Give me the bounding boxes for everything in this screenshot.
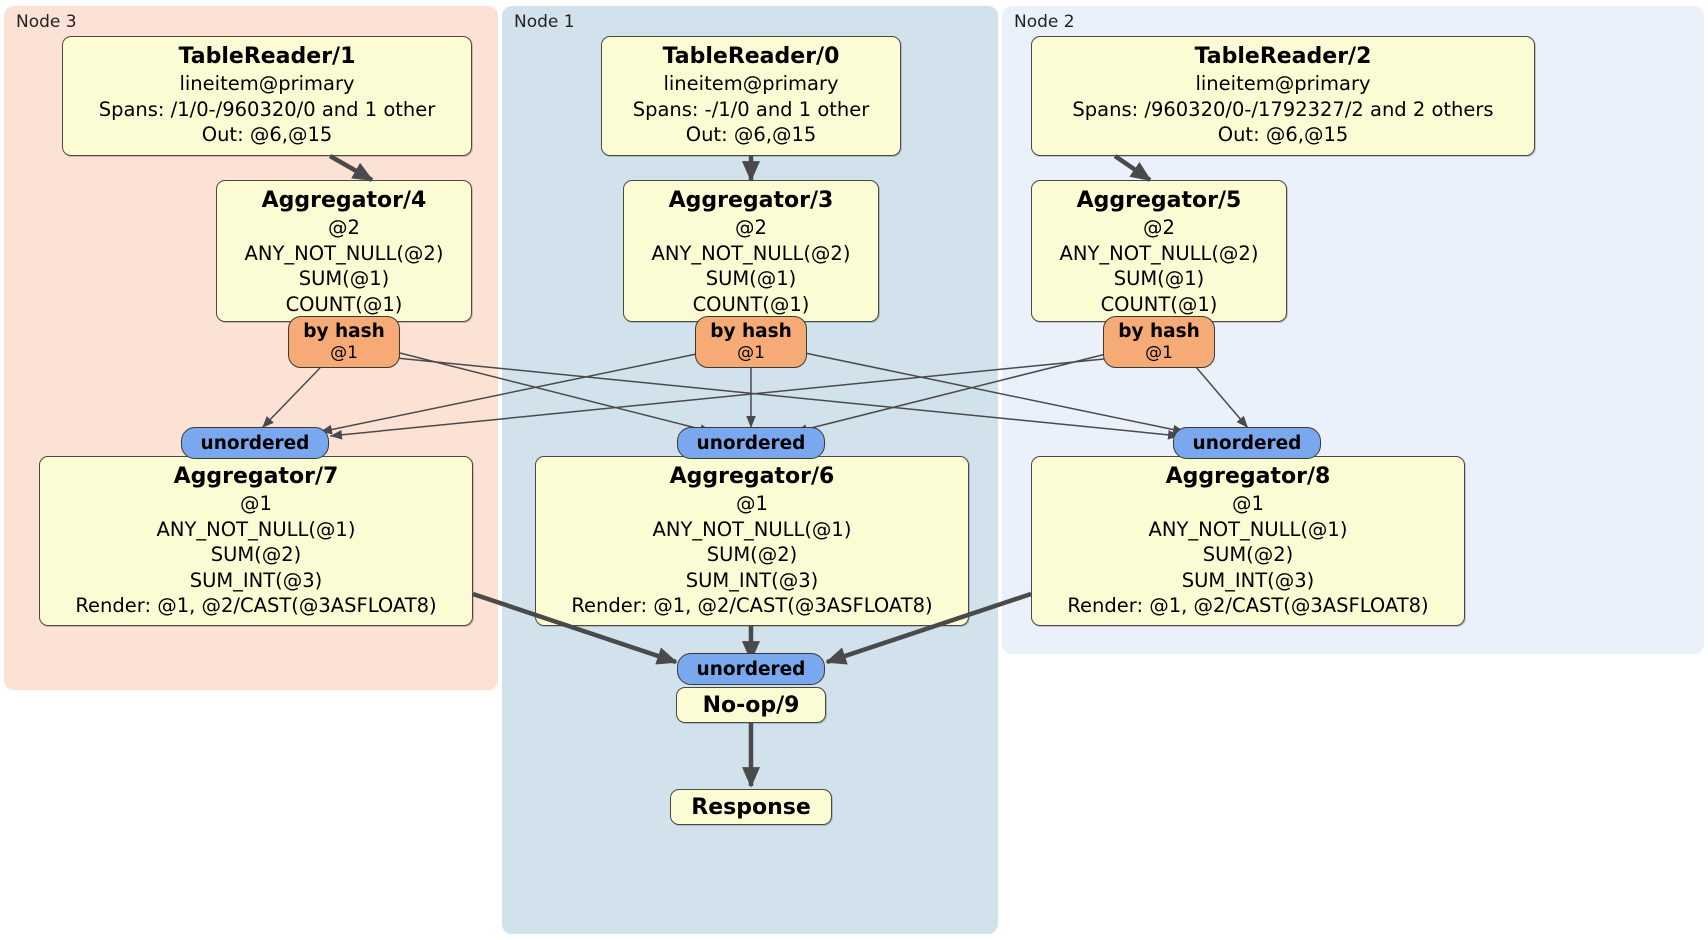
processor-line: @1 bbox=[240, 492, 272, 515]
input-badge-unordered-center[interactable]: unordered bbox=[677, 427, 825, 459]
processor-title: Aggregator/3 bbox=[668, 188, 834, 213]
badge-subtitle: @1 bbox=[330, 343, 358, 363]
processor-title: TableReader/2 bbox=[1194, 44, 1372, 69]
processor-line: SUM(@1) bbox=[1113, 267, 1205, 290]
badge-label: unordered bbox=[200, 432, 310, 454]
edge-hash-left-to-unordered-right bbox=[395, 357, 1181, 440]
input-badge-unordered-left[interactable]: unordered bbox=[181, 427, 329, 459]
processor-table-reader-0[interactable]: TableReader/0 lineitem@primary Spans: -/… bbox=[601, 36, 901, 156]
badge-label: unordered bbox=[696, 432, 806, 454]
processor-line: Spans: /960320/0-/1792327/2 and 2 others bbox=[1072, 97, 1494, 121]
badge-title: by hash bbox=[710, 321, 792, 342]
processor-title: No-op/9 bbox=[702, 692, 800, 718]
processor-line: ANY_NOT_NULL(@2) bbox=[651, 241, 851, 265]
processor-line: Out: @6,@15 bbox=[201, 123, 333, 146]
input-badge-unordered-right[interactable]: unordered bbox=[1173, 427, 1321, 459]
edge-hash-right-to-unordered-left bbox=[329, 357, 1115, 440]
edge-tr1-to-agg4 bbox=[328, 154, 374, 182]
processor-line: @1 bbox=[1232, 492, 1264, 515]
processor-line: @2 bbox=[328, 216, 360, 239]
edge-hash-center-to-unordered-right bbox=[799, 351, 1186, 435]
processor-line: SUM(@2) bbox=[210, 543, 302, 566]
processor-line: @2 bbox=[735, 216, 767, 239]
processor-title: TableReader/0 bbox=[662, 44, 840, 69]
processor-line: ANY_NOT_NULL(@1) bbox=[1148, 517, 1348, 541]
node-panel-label-node3: Node 3 bbox=[16, 12, 77, 32]
input-badge-unordered-final[interactable]: unordered bbox=[677, 653, 825, 685]
badge-label: unordered bbox=[1192, 432, 1302, 454]
edge-hash-left-to-unordered-left bbox=[261, 367, 321, 429]
node-panel-label-node2: Node 2 bbox=[1014, 12, 1075, 32]
edge-tr2-to-agg5 bbox=[1113, 154, 1152, 182]
processor-line: Render: @1, @2/CAST(@3ASFLOAT8) bbox=[571, 594, 933, 617]
processor-table-reader-1[interactable]: TableReader/1 lineitem@primary Spans: /1… bbox=[62, 36, 472, 156]
badge-title: by hash bbox=[303, 321, 385, 342]
processor-line: COUNT(@1) bbox=[1100, 292, 1218, 316]
processor-title: Aggregator/4 bbox=[261, 188, 427, 213]
processor-title: Response bbox=[691, 794, 811, 820]
processor-line: Out: @6,@15 bbox=[685, 123, 817, 146]
edge-hash-left-to-unordered-center bbox=[395, 351, 713, 434]
output-badge-by-hash-left[interactable]: by hash @1 bbox=[288, 316, 400, 368]
processor-line: Spans: -/1/0 and 1 other bbox=[632, 97, 870, 121]
edge-agg8-to-final-unordered bbox=[825, 591, 1032, 665]
processor-noop-9[interactable]: No-op/9 bbox=[676, 687, 826, 723]
processor-title: TableReader/1 bbox=[178, 44, 356, 69]
processor-line: lineitem@primary bbox=[663, 72, 839, 95]
node-panel-label-node1: Node 1 bbox=[514, 12, 575, 32]
processor-response[interactable]: Response bbox=[670, 789, 832, 825]
processor-line: SUM(@2) bbox=[1202, 543, 1294, 566]
edge-agg7-to-final-unordered bbox=[472, 591, 678, 665]
processor-line: COUNT(@1) bbox=[692, 292, 810, 316]
processor-line: SUM_INT(@3) bbox=[189, 568, 323, 592]
processor-title: Aggregator/6 bbox=[669, 464, 835, 489]
processor-line: Render: @1, @2/CAST(@3ASFLOAT8) bbox=[75, 594, 437, 617]
edge-hash-right-to-unordered-center bbox=[794, 351, 1115, 434]
processor-line: SUM(@1) bbox=[705, 267, 797, 290]
processor-aggregator-8[interactable]: Aggregator/8 @1 ANY_NOT_NULL(@1) SUM(@2)… bbox=[1031, 456, 1465, 626]
badge-label: unordered bbox=[696, 658, 806, 680]
processor-aggregator-6[interactable]: Aggregator/6 @1 ANY_NOT_NULL(@1) SUM(@2)… bbox=[535, 456, 969, 626]
processor-title: Aggregator/5 bbox=[1076, 188, 1242, 213]
processor-line: lineitem@primary bbox=[1195, 72, 1371, 95]
processor-line: Spans: /1/0-/960320/0 and 1 other bbox=[98, 97, 436, 121]
processor-title: Aggregator/7 bbox=[173, 464, 339, 489]
processor-aggregator-3[interactable]: Aggregator/3 @2 ANY_NOT_NULL(@2) SUM(@1)… bbox=[623, 180, 879, 322]
processor-title: Aggregator/8 bbox=[1165, 464, 1331, 489]
output-badge-by-hash-right[interactable]: by hash @1 bbox=[1103, 316, 1215, 368]
badge-title: by hash bbox=[1118, 321, 1200, 342]
processor-aggregator-7[interactable]: Aggregator/7 @1 ANY_NOT_NULL(@1) SUM(@2)… bbox=[39, 456, 473, 626]
processor-line: ANY_NOT_NULL(@1) bbox=[156, 517, 356, 541]
processor-aggregator-4[interactable]: Aggregator/4 @2 ANY_NOT_NULL(@2) SUM(@1)… bbox=[216, 180, 472, 322]
badge-subtitle: @1 bbox=[1145, 343, 1173, 363]
processor-line: ANY_NOT_NULL(@2) bbox=[244, 241, 444, 265]
processor-line: @1 bbox=[736, 492, 768, 515]
processor-line: Render: @1, @2/CAST(@3ASFLOAT8) bbox=[1067, 594, 1429, 617]
processor-line: SUM_INT(@3) bbox=[1181, 568, 1315, 592]
edge-hash-right-to-unordered-right bbox=[1189, 359, 1249, 429]
processor-line: @2 bbox=[1143, 216, 1175, 239]
processor-line: ANY_NOT_NULL(@1) bbox=[652, 517, 852, 541]
processor-line: SUM(@2) bbox=[706, 543, 798, 566]
processor-table-reader-2[interactable]: TableReader/2 lineitem@primary Spans: /9… bbox=[1031, 36, 1535, 156]
edge-hash-center-to-unordered-left bbox=[319, 351, 707, 435]
output-badge-by-hash-center[interactable]: by hash @1 bbox=[695, 316, 807, 368]
badge-subtitle: @1 bbox=[737, 343, 765, 363]
processor-line: ANY_NOT_NULL(@2) bbox=[1059, 241, 1259, 265]
processor-line: SUM(@1) bbox=[298, 267, 390, 290]
processor-line: lineitem@primary bbox=[179, 72, 355, 95]
processor-line: COUNT(@1) bbox=[285, 292, 403, 316]
processor-line: SUM_INT(@3) bbox=[685, 568, 819, 592]
processor-line: Out: @6,@15 bbox=[1217, 123, 1349, 146]
